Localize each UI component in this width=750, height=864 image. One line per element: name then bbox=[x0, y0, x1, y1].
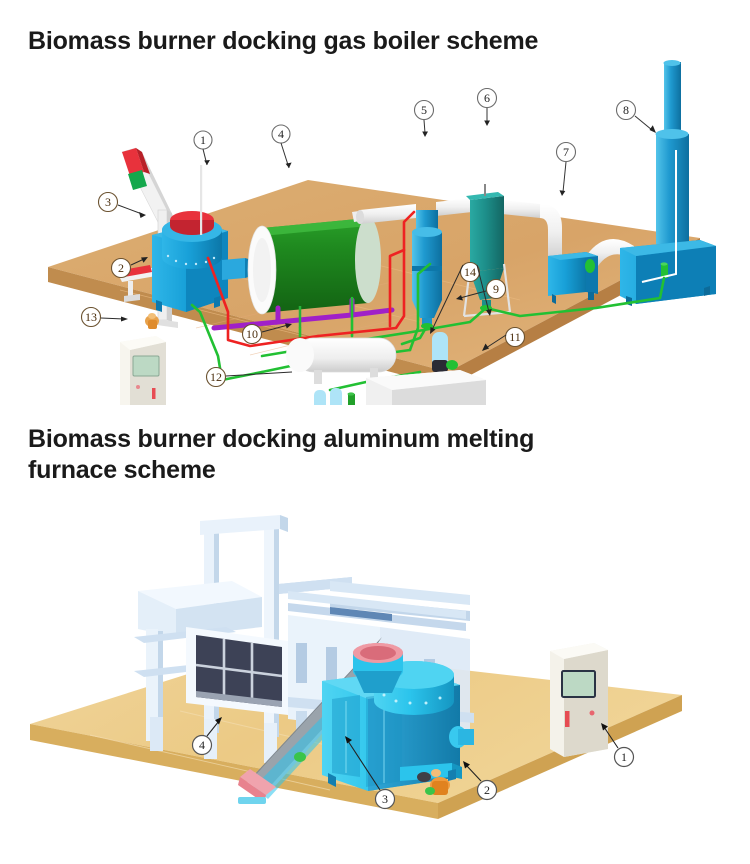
gas-cylinder-single bbox=[432, 332, 458, 372]
aluminum-melting-furnace-structure bbox=[134, 515, 474, 763]
biomass-burner-furnace-scene bbox=[322, 643, 474, 795]
callout-4-furnace: 4 bbox=[191, 717, 222, 756]
svg-text:3: 3 bbox=[105, 195, 111, 209]
equipment-housing-box bbox=[366, 370, 486, 405]
svg-text:1: 1 bbox=[200, 133, 206, 147]
biomass-burner-unit bbox=[152, 165, 252, 312]
callout-6: 6 bbox=[476, 87, 498, 126]
diagram-aluminum-melting-furnace-scheme: 4 3 2 1 bbox=[0, 485, 750, 864]
svg-text:8: 8 bbox=[623, 103, 629, 117]
callout-14: 14 bbox=[430, 261, 492, 334]
svg-text:10: 10 bbox=[246, 327, 258, 341]
svg-text:4: 4 bbox=[278, 127, 284, 141]
callout-11: 11 bbox=[482, 326, 526, 351]
callout-3-furnace: 3 bbox=[345, 736, 396, 810]
svg-text:2: 2 bbox=[484, 783, 490, 797]
control-cabinet-boiler bbox=[120, 336, 166, 405]
callout-10: 10 bbox=[241, 323, 292, 345]
callout-2-furnace: 2 bbox=[463, 761, 498, 801]
horizontal-storage-tank bbox=[286, 337, 397, 384]
svg-text:7: 7 bbox=[563, 145, 569, 159]
exhaust-chimney-stack bbox=[620, 60, 716, 306]
water-piping-red bbox=[206, 210, 416, 348]
callout-7: 7 bbox=[555, 141, 577, 196]
diagram-gas-boiler-scheme: 1 4 3 2 bbox=[0, 60, 750, 405]
induced-draft-fan bbox=[548, 252, 598, 304]
callout-1-furnace: 1 bbox=[601, 723, 635, 768]
callout-8: 8 bbox=[615, 99, 656, 133]
svg-text:1: 1 bbox=[621, 750, 627, 764]
callout-12: 12 bbox=[205, 366, 293, 388]
svg-text:11: 11 bbox=[509, 330, 521, 344]
page-title-gas-boiler-scheme: Biomass burner docking gas boiler scheme bbox=[28, 27, 539, 55]
svg-text:12: 12 bbox=[210, 370, 222, 384]
callout-group-furnace: 4 3 2 1 bbox=[191, 717, 635, 810]
svg-text:14: 14 bbox=[464, 265, 476, 279]
svg-text:9: 9 bbox=[493, 282, 499, 296]
callout-4: 4 bbox=[271, 124, 292, 169]
svg-text:6: 6 bbox=[484, 91, 490, 105]
callout-13: 13 bbox=[80, 306, 128, 328]
callout-3: 3 bbox=[97, 191, 146, 218]
svg-text:5: 5 bbox=[421, 103, 427, 117]
callout-5: 5 bbox=[413, 99, 435, 137]
svg-text:2: 2 bbox=[118, 261, 124, 275]
svg-text:4: 4 bbox=[199, 738, 205, 752]
callout-1: 1 bbox=[193, 130, 213, 166]
gas-cylinder-pair bbox=[314, 388, 355, 405]
gas-boiler-drum bbox=[211, 210, 395, 331]
svg-text:3: 3 bbox=[382, 792, 388, 806]
callout-group-boiler: 1 4 3 2 bbox=[80, 87, 656, 388]
feed-motor-small bbox=[145, 313, 159, 329]
callout-2: 2 bbox=[110, 257, 148, 279]
control-cabinet-furnace bbox=[550, 643, 608, 757]
svg-text:13: 13 bbox=[85, 310, 97, 324]
callout-9: 9 bbox=[456, 278, 507, 301]
page-title-aluminum-melting-furnace-scheme: Biomass burner docking aluminum melting … bbox=[28, 425, 535, 484]
